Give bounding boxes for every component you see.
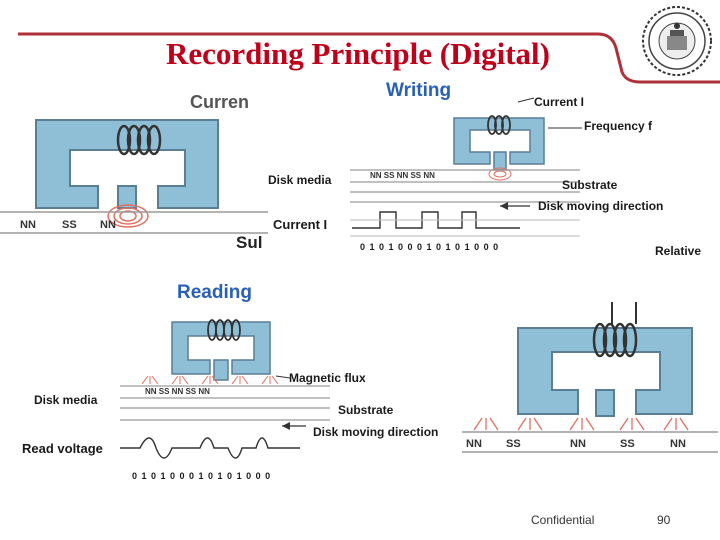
svg-text:NN: NN xyxy=(466,438,482,450)
writing-disk-media-label: Disk media xyxy=(268,173,332,187)
direction-arrow-icon xyxy=(282,422,290,430)
writing-current-wave-label: Current I xyxy=(273,217,328,232)
reading-flux-label: Magnetic flux xyxy=(289,371,366,385)
svg-text:SS: SS xyxy=(506,438,521,450)
reading-head xyxy=(171,319,271,381)
writing-substrate-label: Substrate xyxy=(562,178,618,192)
direction-arrow-icon xyxy=(500,202,508,210)
svg-text:NN: NN xyxy=(570,438,586,450)
writing-relative-label: Relative xyxy=(655,244,702,258)
writing-diagram: NN SS NN Curren Sul NN SS NN SS NN xyxy=(0,92,582,266)
header-rule xyxy=(18,32,720,84)
writing-direction-label: Disk moving direction xyxy=(538,199,664,213)
reading-zoom-fragment: NN SS NN SS NN xyxy=(462,300,718,470)
writing-current-waveform xyxy=(352,211,520,229)
reading-disk-media-label: Disk media xyxy=(34,393,98,407)
slide-title: Recording Principle (Digital) xyxy=(166,36,550,71)
writing-partial-label-bottom: Sul xyxy=(236,233,262,252)
reading-voltage-label: Read voltage xyxy=(22,441,103,456)
svg-text:NN: NN xyxy=(670,438,686,450)
writing-heading: Writing xyxy=(386,80,452,101)
page-number: 90 xyxy=(657,513,671,527)
svg-text:NN: NN xyxy=(20,219,36,231)
reading-heading: Reading xyxy=(177,282,252,303)
writing-zoom-fragment: NN SS NN Curren Sul xyxy=(0,92,268,266)
writing-current-label: Current I xyxy=(534,95,585,109)
read-voltage-waveform xyxy=(120,437,300,459)
reading-direction-label: Disk moving direction xyxy=(313,425,439,439)
svg-text:SS: SS xyxy=(620,438,635,450)
reading-flux-marks xyxy=(141,375,279,385)
writing-frequency-label: Frequency f xyxy=(584,119,653,133)
writing-bits: 0 1 0 1 0 0 0 1 0 1 0 1 0 0 0 xyxy=(360,242,500,252)
reading-substrate-label: Substrate xyxy=(338,403,394,417)
reading-bits: 0 1 0 1 0 0 0 1 0 1 0 1 0 0 0 xyxy=(132,471,272,481)
writing-head xyxy=(453,115,545,181)
footer-label: Confidential xyxy=(531,513,595,527)
reading-media-poles: NN SS NN SS NN xyxy=(145,387,210,396)
university-seal-logo xyxy=(642,6,712,76)
writing-partial-label-top: Curren xyxy=(190,92,249,112)
reading-diagram: NN SS NN SS NN NN SS NN SS NN xyxy=(120,300,718,470)
writing-media-poles: NN SS NN SS NN xyxy=(370,171,435,180)
svg-text:SS: SS xyxy=(62,219,77,231)
svg-text:NN: NN xyxy=(100,219,116,231)
